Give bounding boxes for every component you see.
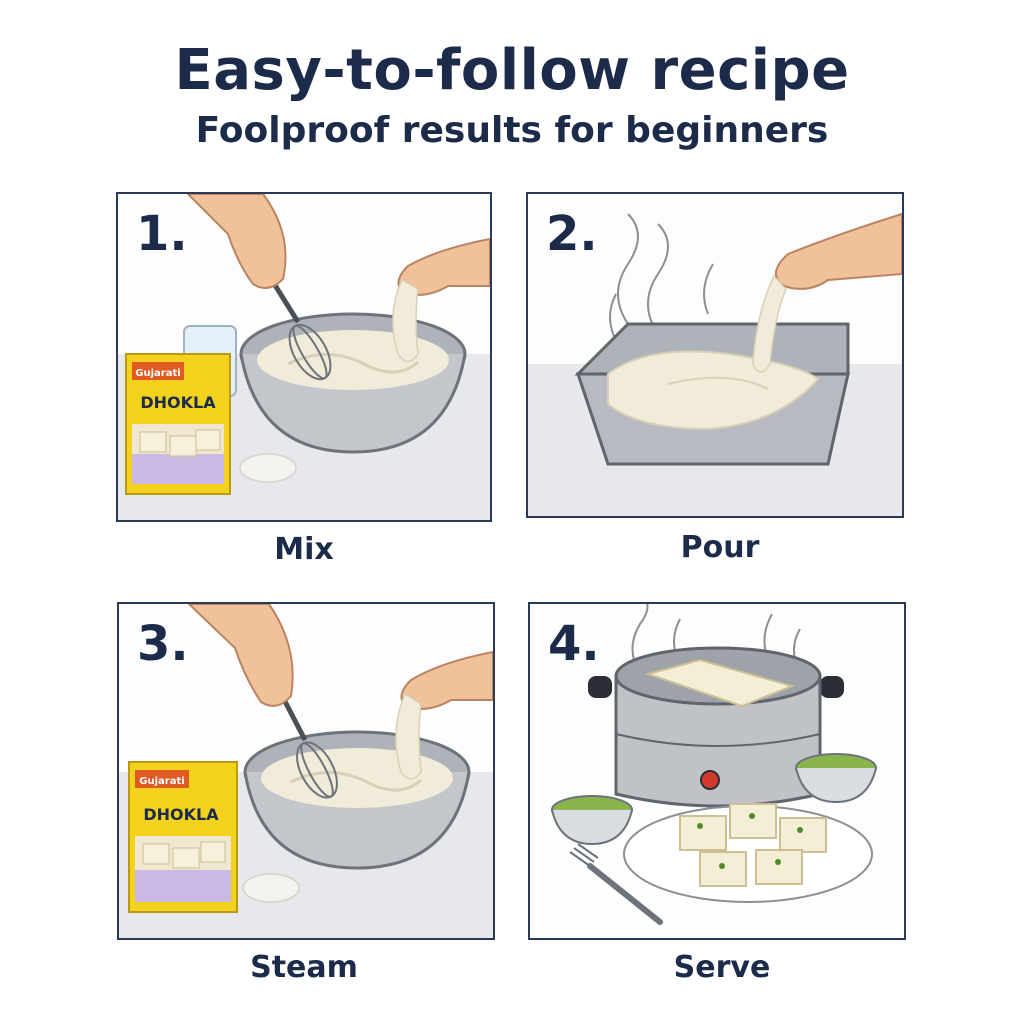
step-3-panel: Gujarati DHOKLA 3.: [117, 602, 495, 940]
step-4-panel: 4.: [528, 602, 906, 940]
step-caption: Pour: [680, 530, 760, 565]
step-number: 2.: [546, 206, 598, 262]
box-name: DHOKLA: [140, 393, 216, 412]
box-brand: Gujarati: [139, 776, 184, 787]
page-title: Easy-to-follow recipe: [174, 38, 850, 103]
box-name: DHOKLA: [143, 805, 219, 824]
step-number: 4.: [548, 616, 600, 672]
dhokla-box-1: [125, 353, 231, 495]
page-subtitle: Foolproof results for beginners: [195, 110, 829, 151]
box-brand: Gujarati: [135, 368, 180, 379]
step-caption: Mix: [274, 532, 334, 567]
pour-illustration: [528, 212, 902, 516]
steam-illustration: Gujarati DHOKLA: [119, 604, 493, 938]
step-number: 3.: [137, 616, 189, 672]
mix-illustration: Gujarati DHOKLA: [118, 194, 490, 520]
step-number: 1.: [136, 206, 188, 262]
dhokla-box-2: [128, 761, 238, 913]
step-2-panel: 2.: [526, 192, 904, 518]
step-caption: Steam: [250, 950, 358, 985]
step-1-panel: Gujarati DHOKLA 1.: [116, 192, 492, 522]
serve-illustration: [551, 604, 877, 925]
step-caption: Serve: [673, 950, 771, 985]
